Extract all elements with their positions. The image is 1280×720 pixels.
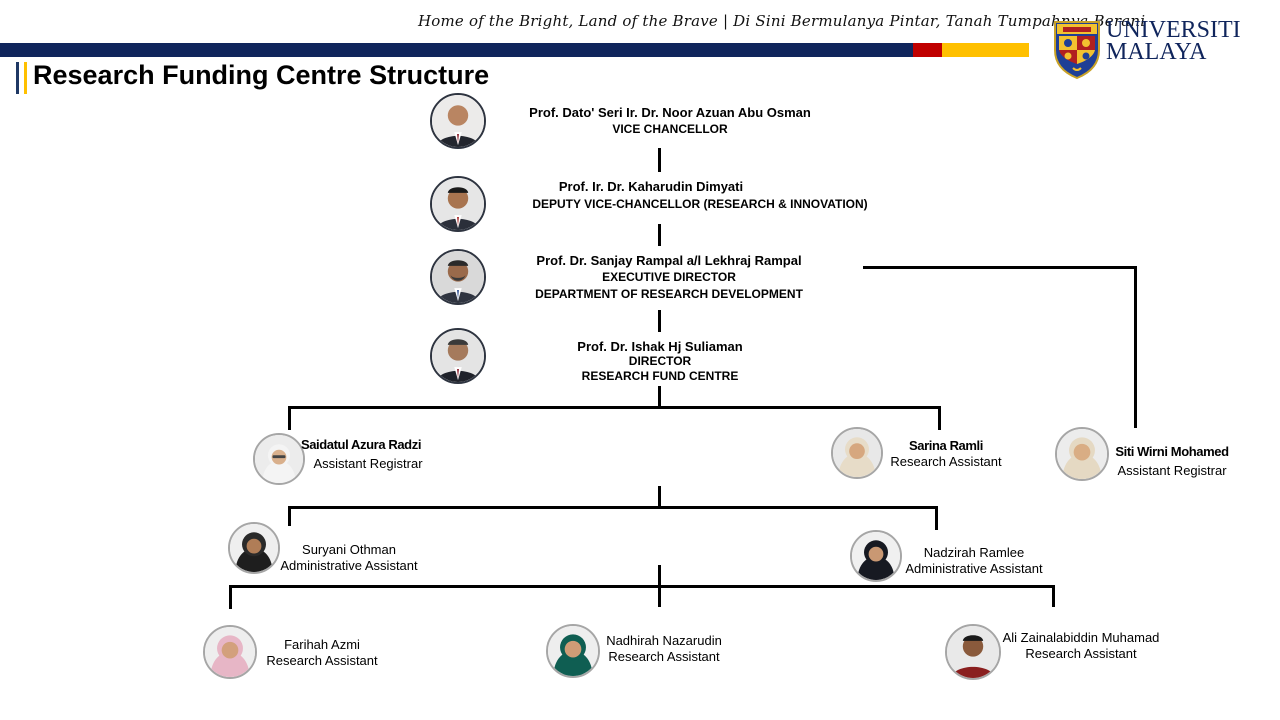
staff-farihah-name: Farihah Azmi	[284, 637, 360, 652]
executive-director-department: DEPARTMENT OF RESEARCH DEVELOPMENT	[535, 287, 803, 301]
staff-saidatul-role: Assistant Registrar	[313, 456, 423, 471]
staff-sarina-name: Sarina Ramli	[909, 438, 983, 453]
connector-ed-siti-horizontal	[863, 266, 1137, 269]
staff-saidatul-name: Saidatul Azura Radzi	[300, 437, 422, 452]
connector-ed-siti-vertical	[1134, 266, 1137, 428]
title-accent-bar-gold	[24, 62, 27, 94]
connector-row2-left-drop	[288, 506, 291, 526]
deputy-vice-chancellor-name: Prof. Ir. Dr. Kaharudin Dimyati	[558, 179, 744, 194]
person-photo-icon	[253, 433, 305, 485]
staff-sarina-role: Research Assistant	[890, 454, 1002, 469]
staff-siti-role: Assistant Registrar	[1117, 463, 1227, 478]
staff-sarina-label: Sarina Ramli Research Assistant	[890, 438, 1001, 470]
staff-farihah-label: Farihah Azmi Research Assistant	[266, 637, 377, 669]
person-photo-icon	[430, 328, 486, 384]
executive-director-label: Prof. Dr. Sanjay Rampal a/l Lekhraj Ramp…	[535, 252, 803, 303]
staff-farihah-role: Research Assistant	[266, 653, 378, 668]
deputy-vice-chancellor-role: DEPUTY VICE-CHANCELLOR (RESEARCH & INNOV…	[532, 197, 868, 211]
connector-row3-bar	[229, 585, 1055, 588]
person-photo-icon	[546, 624, 600, 678]
director-name: Prof. Dr. Ishak Hj Suliaman	[577, 339, 743, 354]
staff-saidatul-label: Saidatul Azura Radzi Assistant Registrar	[299, 435, 423, 473]
person-photo-icon	[430, 93, 486, 149]
executive-director-role: EXECUTIVE DIRECTOR	[602, 270, 736, 284]
staff-nadzirah-name: Nadzirah Ramlee	[923, 545, 1025, 560]
director-label: Prof. Dr. Ishak Hj Suliaman DIRECTOR RES…	[577, 339, 742, 384]
university-crest-icon	[1053, 20, 1101, 80]
deputy-vice-chancellor-role-label: DEPUTY VICE-CHANCELLOR (RESEARCH & INNOV…	[532, 196, 867, 213]
vice-chancellor-role: VICE CHANCELLOR	[612, 122, 728, 136]
connector-ed-director	[658, 310, 661, 332]
staff-nadzirah-role: Administrative Assistant	[905, 561, 1043, 576]
university-motto: Home of the Bright, Land of the Brave | …	[418, 12, 1146, 30]
connector-row2-right-drop	[935, 506, 938, 530]
staff-siti-label: Siti Wirni Mohamed Assistant Registrar	[1115, 442, 1229, 480]
staff-ali-name: Ali Zainalabiddin Muhamad	[1002, 630, 1160, 645]
staff-nadhirah-label: Nadhirah Nazarudin Research Assistant	[606, 633, 722, 665]
person-photo-icon	[850, 530, 902, 582]
staff-nadzirah-label: Nadzirah Ramlee Administrative Assistant	[905, 545, 1042, 577]
person-photo-icon	[430, 176, 486, 232]
executive-director-name: Prof. Dr. Sanjay Rampal a/l Lekhraj Ramp…	[536, 253, 802, 268]
connector-row1-right-drop	[938, 406, 941, 430]
header-band-red	[913, 43, 942, 57]
connector-row1-bar	[288, 406, 941, 409]
logo-line-universiti: UNIVERSITI	[1106, 17, 1241, 43]
staff-nadhirah-role: Research Assistant	[608, 649, 720, 664]
header-band-gold	[942, 43, 1029, 57]
logo-line-malaya: MALAYA	[1106, 39, 1207, 65]
staff-suryani-label: Suryani Othman Administrative Assistant	[280, 542, 417, 574]
connector-row1-left-drop	[288, 406, 291, 430]
title-accent-bar-navy	[16, 62, 19, 94]
person-photo-icon	[430, 249, 486, 305]
person-photo-icon	[945, 624, 1001, 680]
staff-ali-role: Research Assistant	[1025, 646, 1137, 661]
person-photo-icon	[831, 427, 883, 479]
person-photo-icon	[1055, 427, 1109, 481]
connector-dvc-ed	[658, 224, 661, 246]
page-title: Research Funding Centre Structure	[33, 60, 490, 90]
staff-suryani-name: Suryani Othman	[302, 542, 396, 557]
university-logo-text: UNIVERSITI MALAYA	[1106, 17, 1241, 65]
vice-chancellor-name: Prof. Dato' Seri Ir. Dr. Noor Azuan Abu …	[529, 105, 811, 120]
connector-row3-left-drop	[229, 585, 232, 609]
vice-chancellor-label: Prof. Dato' Seri Ir. Dr. Noor Azuan Abu …	[529, 104, 811, 138]
connector-row2-bar	[288, 506, 938, 509]
staff-nadhirah-name: Nadhirah Nazarudin	[606, 633, 722, 648]
deputy-vice-chancellor-label: Prof. Ir. Dr. Kaharudin Dimyati	[559, 178, 743, 195]
staff-siti-name: Siti Wirni Mohamed	[1115, 444, 1229, 459]
connector-director-stem	[658, 386, 661, 408]
connector-vc-dvc	[658, 148, 661, 172]
connector-row2-stem	[658, 486, 661, 508]
person-photo-icon	[228, 522, 280, 574]
header-band-navy	[0, 43, 913, 57]
director-department: RESEARCH FUND CENTRE	[581, 369, 739, 383]
connector-row3-right-drop	[1052, 585, 1055, 607]
staff-suryani-role: Administrative Assistant	[280, 558, 418, 573]
director-role: DIRECTOR	[628, 354, 692, 368]
staff-ali-label: Ali Zainalabiddin Muhamad Research Assis…	[1003, 630, 1160, 662]
person-photo-icon	[203, 625, 257, 679]
